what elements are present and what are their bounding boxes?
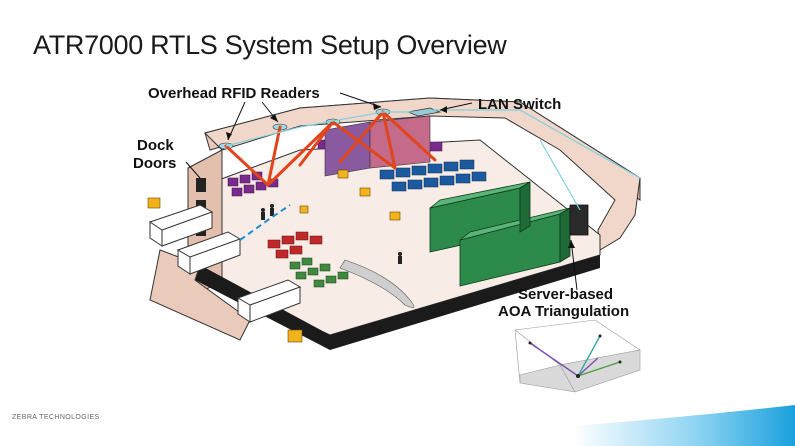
- front-slab: [195, 255, 600, 350]
- forklift: [287, 329, 303, 343]
- label-dock-line1: Dock: [137, 137, 174, 154]
- rf-boundary-dashed: [239, 204, 291, 241]
- label-server-line2: AOA Triangulation: [498, 303, 630, 320]
- workers: [261, 204, 402, 264]
- green-pallets: [289, 257, 349, 288]
- forklift: [389, 211, 401, 221]
- label-dock-line2: Doors: [133, 155, 177, 172]
- footer-brand: ZEBRA TECHNOLOGIES: [12, 414, 100, 421]
- trucks: [148, 204, 302, 323]
- footer-accent-band: [300, 405, 795, 446]
- aoa-triangulation-plot: [514, 319, 641, 393]
- slide-title: ATR7000 RTLS System Setup Overview: [33, 30, 507, 60]
- red-pallets: [267, 231, 323, 259]
- storage-racks: [429, 181, 571, 287]
- rfid-beams: [224, 110, 437, 187]
- callout-arrowheads: [226, 103, 575, 248]
- network-cabling: [225, 109, 641, 211]
- server-rack: [569, 204, 589, 236]
- label-lan-switch: LAN Switch: [478, 96, 562, 113]
- forklift: [337, 169, 349, 179]
- forklift: [147, 197, 161, 209]
- label-overhead-rfid-readers: Overhead RFID Readers: [148, 85, 320, 102]
- label-server-line1: Server-based: [518, 286, 614, 303]
- tall-shelving: [324, 115, 431, 177]
- truck-1: [148, 204, 214, 247]
- forklifts: [147, 169, 401, 343]
- blue-pallets: [379, 159, 487, 192]
- forklift: [359, 187, 371, 197]
- conveyor: [339, 259, 415, 308]
- forklift: [299, 205, 309, 214]
- truck-3: [236, 279, 302, 323]
